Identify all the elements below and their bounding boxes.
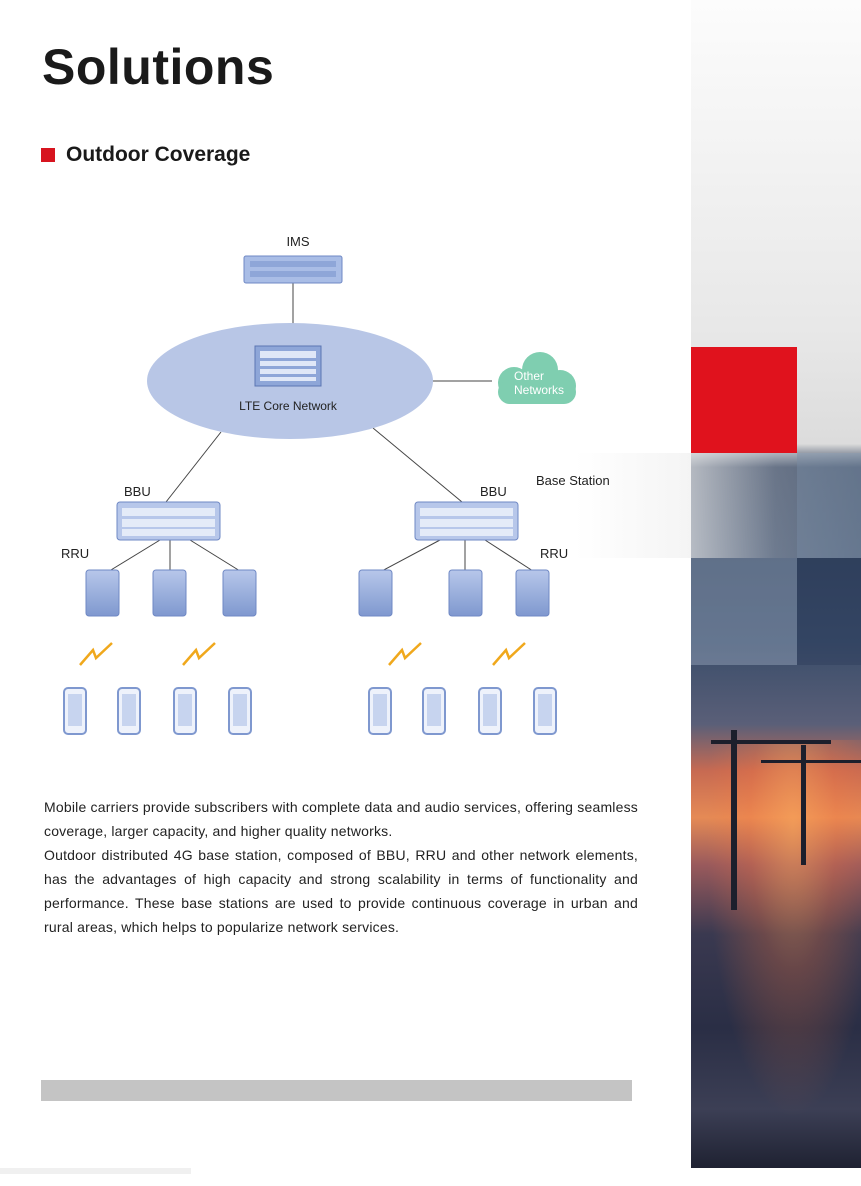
bbu-right-label: BBU bbox=[480, 484, 507, 499]
rru-right-label: RRU bbox=[540, 546, 568, 561]
smartphone-icon bbox=[63, 687, 87, 735]
signal-icon bbox=[492, 642, 526, 666]
rru-unit-icon bbox=[448, 569, 483, 617]
body-paragraph-1: Mobile carriers provide subscribers with… bbox=[44, 799, 638, 839]
rru-unit-icon bbox=[515, 569, 550, 617]
rru-left-label: RRU bbox=[61, 546, 89, 561]
rru-unit-icon bbox=[358, 569, 393, 617]
section-title: Outdoor Coverage bbox=[66, 143, 251, 166]
network-diagram: IMS LTE Core Network Other Networks BBU … bbox=[61, 234, 576, 735]
smartphone-icon bbox=[422, 687, 446, 735]
core-network-label: LTE Core Network bbox=[239, 399, 338, 413]
smartphones bbox=[63, 687, 557, 735]
body-paragraph-2: Outdoor distributed 4G base station, com… bbox=[44, 847, 638, 935]
rru-units bbox=[85, 569, 550, 617]
smartphone-icon bbox=[173, 687, 197, 735]
bbu-unit-icon bbox=[414, 501, 519, 541]
connection-lines bbox=[105, 283, 534, 574]
other-networks-line1: Other bbox=[514, 369, 544, 383]
red-accent-block bbox=[691, 347, 797, 453]
base-station-label: Base Station bbox=[536, 473, 610, 488]
bbu-unit-icon bbox=[116, 501, 221, 541]
section-header: Outdoor Coverage bbox=[41, 143, 250, 167]
bbu-left-label: BBU bbox=[124, 484, 151, 499]
smartphone-icon bbox=[368, 687, 392, 735]
red-square-bullet bbox=[41, 148, 55, 162]
overlay-square bbox=[691, 558, 797, 665]
body-text: Mobile carriers provide subscribers with… bbox=[44, 795, 638, 939]
translucent-band bbox=[575, 453, 861, 558]
signal-icons bbox=[79, 642, 526, 666]
rru-unit-icon bbox=[85, 569, 120, 617]
smartphone-icon bbox=[533, 687, 557, 735]
signal-icon bbox=[182, 642, 216, 666]
ims-label: IMS bbox=[286, 234, 309, 249]
smartphone-icon bbox=[117, 687, 141, 735]
crane-silhouette bbox=[761, 760, 861, 763]
smartphone-icon bbox=[228, 687, 252, 735]
overlay-square bbox=[797, 558, 861, 665]
overlay-square bbox=[797, 453, 861, 558]
crane-silhouette bbox=[711, 740, 831, 744]
page-title: Solutions bbox=[42, 39, 275, 95]
rru-unit-icon bbox=[222, 569, 257, 617]
crane-silhouette bbox=[731, 730, 737, 910]
crane-silhouette bbox=[801, 745, 806, 865]
signal-icon bbox=[79, 642, 113, 666]
other-networks-line2: Networks bbox=[514, 383, 564, 397]
signal-icon bbox=[388, 642, 422, 666]
rru-unit-icon bbox=[152, 569, 187, 617]
gray-divider-bar bbox=[41, 1080, 632, 1101]
side-photo-panel bbox=[691, 0, 861, 1168]
photo-sunset-glow bbox=[691, 740, 861, 1168]
core-server-icon bbox=[254, 345, 322, 387]
smartphone-icon bbox=[478, 687, 502, 735]
cloud-icon bbox=[498, 352, 576, 404]
footer-strip bbox=[0, 1168, 191, 1174]
server-rack-icon bbox=[243, 255, 343, 284]
